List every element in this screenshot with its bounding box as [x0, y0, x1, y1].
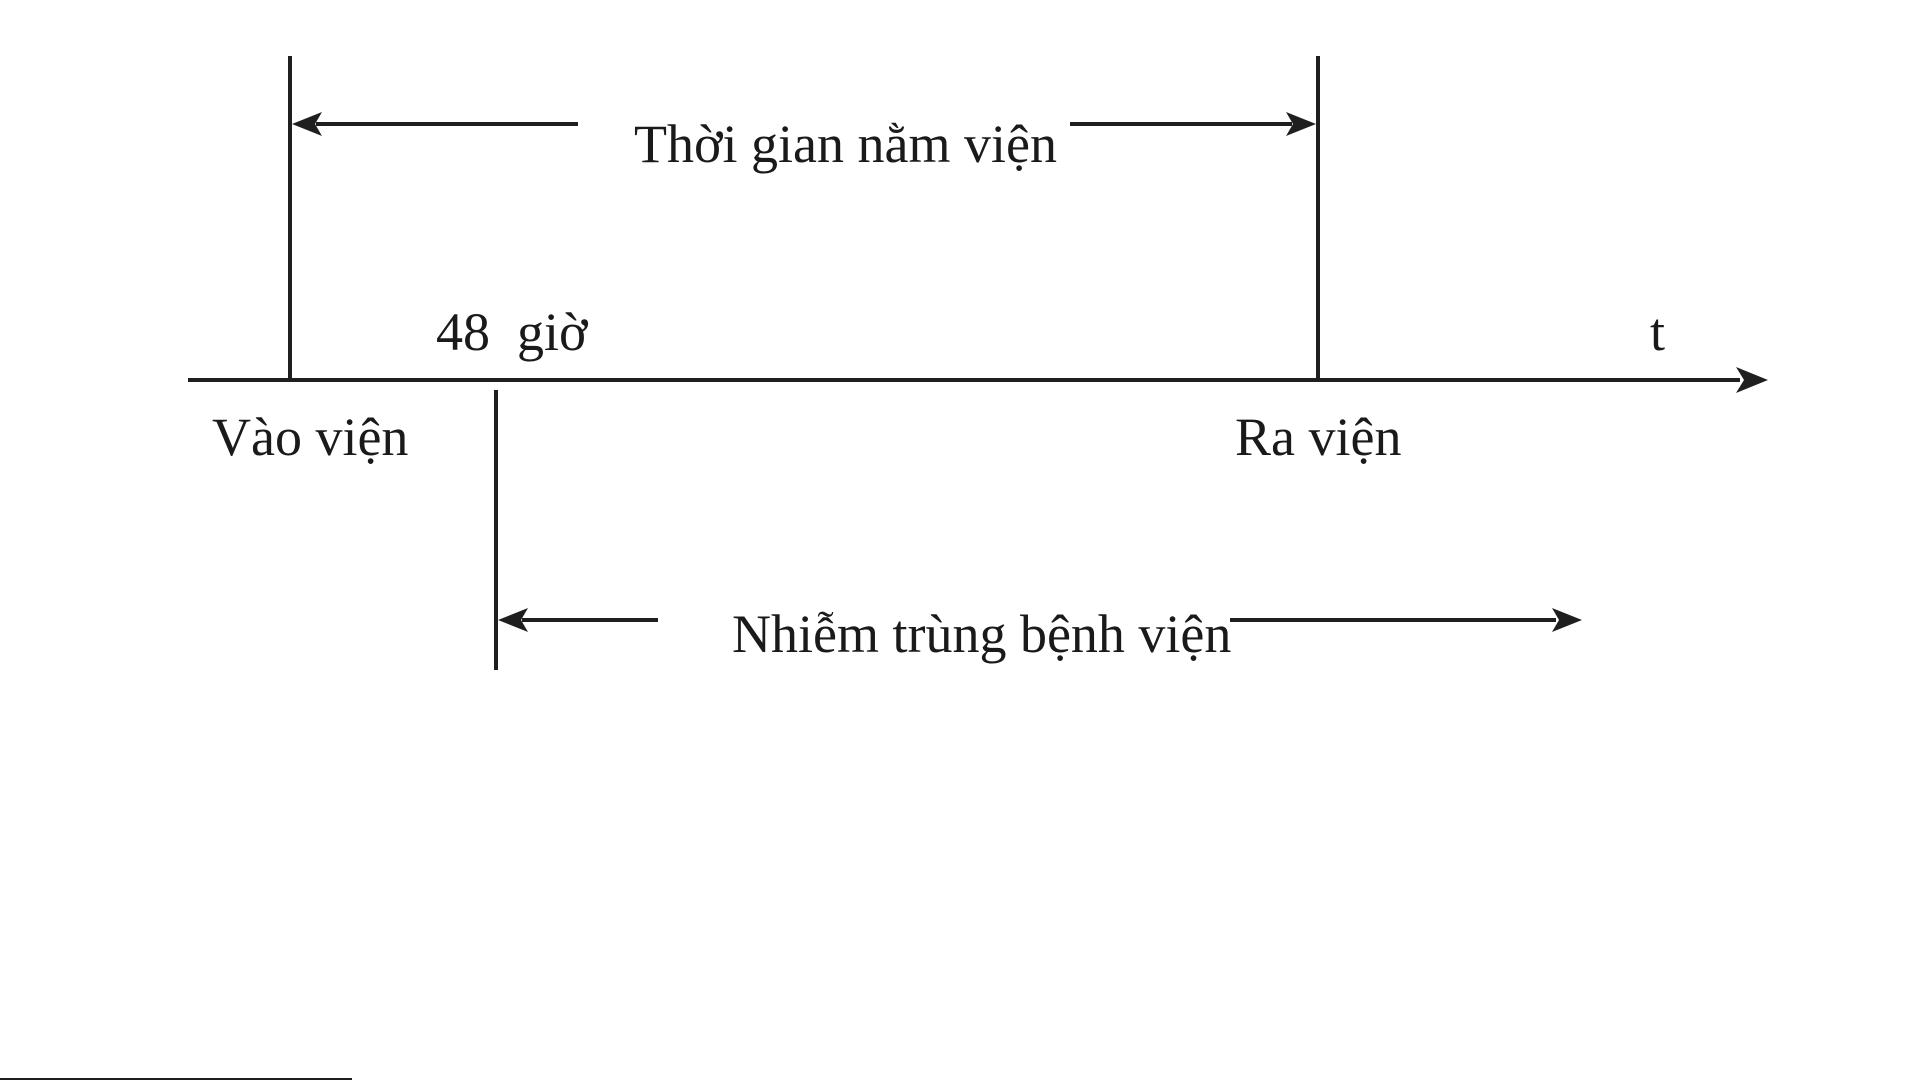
infection-right-arrowhead — [1552, 608, 1582, 632]
time-axis-label: t — [1650, 302, 1665, 362]
threshold-48h-label: 48 giờ — [436, 302, 589, 362]
infection-label: Nhiễm trùng bệnh viện — [732, 604, 1231, 664]
time-axis-arrowhead — [1736, 367, 1768, 393]
hospital-stay-label: Thời gian nằm viện — [634, 114, 1057, 174]
admission-label: Vào viện — [212, 407, 408, 467]
discharge-label: Ra viện — [1235, 407, 1401, 467]
